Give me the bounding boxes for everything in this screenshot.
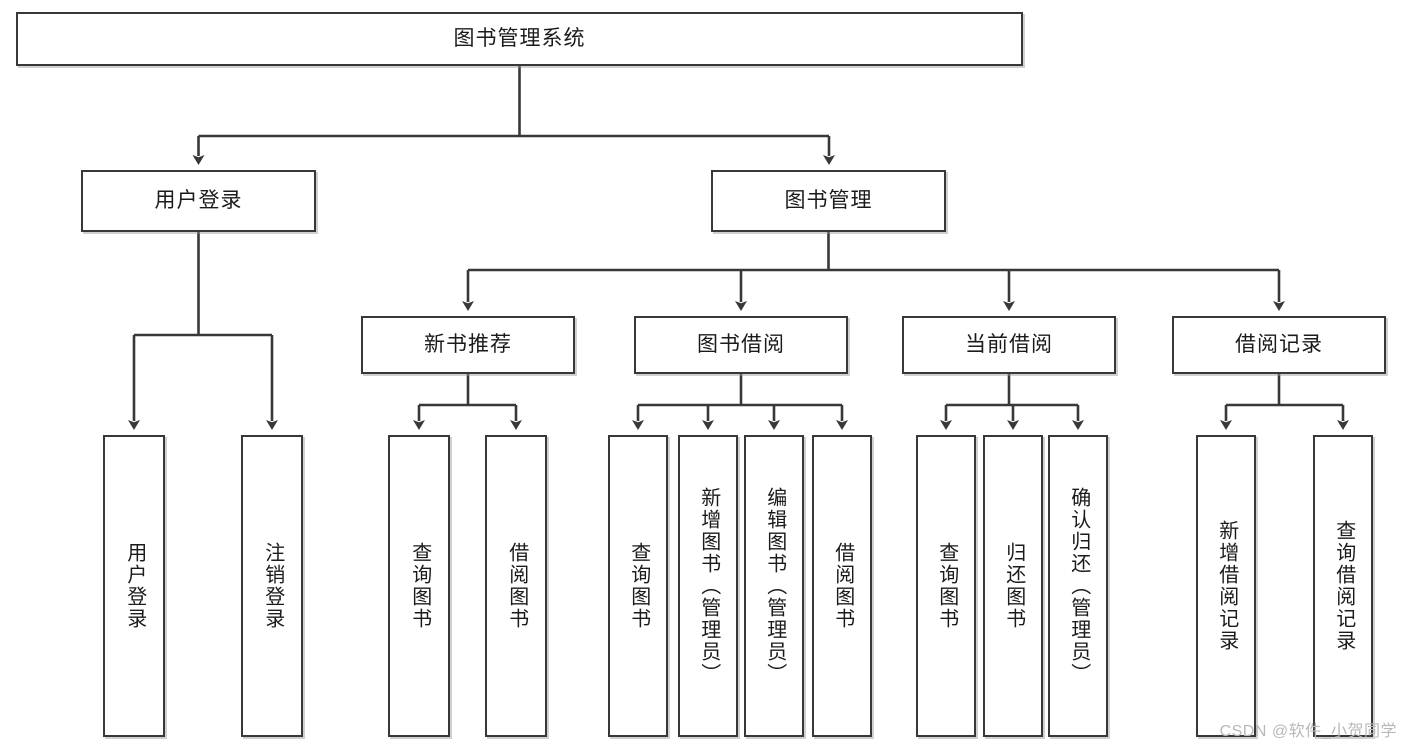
node-leaf-query-book-1-label: 查询图书 xyxy=(408,542,431,630)
node-leaf-borrow-book-1-label: 借阅图书 xyxy=(505,542,528,630)
node-leaf-borrow-book-2-label: 借阅图书 xyxy=(831,542,854,630)
node-current-borrow[interactable]: 当前借阅 xyxy=(902,316,1116,374)
node-borrow-record-label: 借阅记录 xyxy=(1235,332,1323,356)
node-leaf-add-record-label: 新增借阅记录 xyxy=(1215,520,1238,652)
node-leaf-query-book-2[interactable]: 查询图书 xyxy=(608,435,668,737)
node-leaf-user-logout-label: 注销登录 xyxy=(261,542,284,630)
node-leaf-query-book-3[interactable]: 查询图书 xyxy=(916,435,976,737)
node-book-borrow-label: 图书借阅 xyxy=(697,332,785,356)
node-leaf-return-book-label: 归还图书 xyxy=(1002,542,1025,630)
node-leaf-user-login[interactable]: 用户登录 xyxy=(103,435,165,737)
node-leaf-query-book-3-label: 查询图书 xyxy=(935,542,958,630)
node-book-borrow[interactable]: 图书借阅 xyxy=(634,316,848,374)
node-leaf-edit-book[interactable]: 编辑图书（管理员） xyxy=(744,435,804,737)
node-leaf-confirm-return-label: 确认归还（管理员） xyxy=(1067,487,1090,685)
node-user-login-label: 用户登录 xyxy=(154,188,243,212)
node-leaf-add-book[interactable]: 新增图书（管理员） xyxy=(678,435,738,737)
node-root-label: 图书管理系统 xyxy=(453,26,586,50)
node-leaf-add-record[interactable]: 新增借阅记录 xyxy=(1196,435,1256,737)
watermark-text: CSDN @软件_小贺同学 xyxy=(1219,723,1397,740)
node-leaf-user-login-label: 用户登录 xyxy=(123,542,146,630)
node-book-manage[interactable]: 图书管理 xyxy=(711,170,946,232)
node-leaf-return-book[interactable]: 归还图书 xyxy=(983,435,1043,737)
node-leaf-confirm-return[interactable]: 确认归还（管理员） xyxy=(1048,435,1108,737)
node-user-login[interactable]: 用户登录 xyxy=(81,170,316,232)
node-leaf-query-record-label: 查询借阅记录 xyxy=(1332,520,1355,652)
node-new-book-rec-label: 新书推荐 xyxy=(424,332,512,356)
node-root[interactable]: 图书管理系统 xyxy=(16,12,1023,66)
node-leaf-borrow-book-2[interactable]: 借阅图书 xyxy=(812,435,872,737)
node-leaf-borrow-book-1[interactable]: 借阅图书 xyxy=(485,435,547,737)
node-leaf-edit-book-label: 编辑图书（管理员） xyxy=(763,487,786,685)
node-borrow-record[interactable]: 借阅记录 xyxy=(1172,316,1386,374)
node-leaf-user-logout[interactable]: 注销登录 xyxy=(241,435,303,737)
node-leaf-query-book-1[interactable]: 查询图书 xyxy=(388,435,450,737)
node-new-book-rec[interactable]: 新书推荐 xyxy=(361,316,575,374)
node-leaf-add-book-label: 新增图书（管理员） xyxy=(697,487,720,685)
node-current-borrow-label: 当前借阅 xyxy=(965,332,1053,356)
node-leaf-query-book-2-label: 查询图书 xyxy=(627,542,650,630)
node-book-manage-label: 图书管理 xyxy=(784,188,873,212)
node-leaf-query-record[interactable]: 查询借阅记录 xyxy=(1313,435,1373,737)
